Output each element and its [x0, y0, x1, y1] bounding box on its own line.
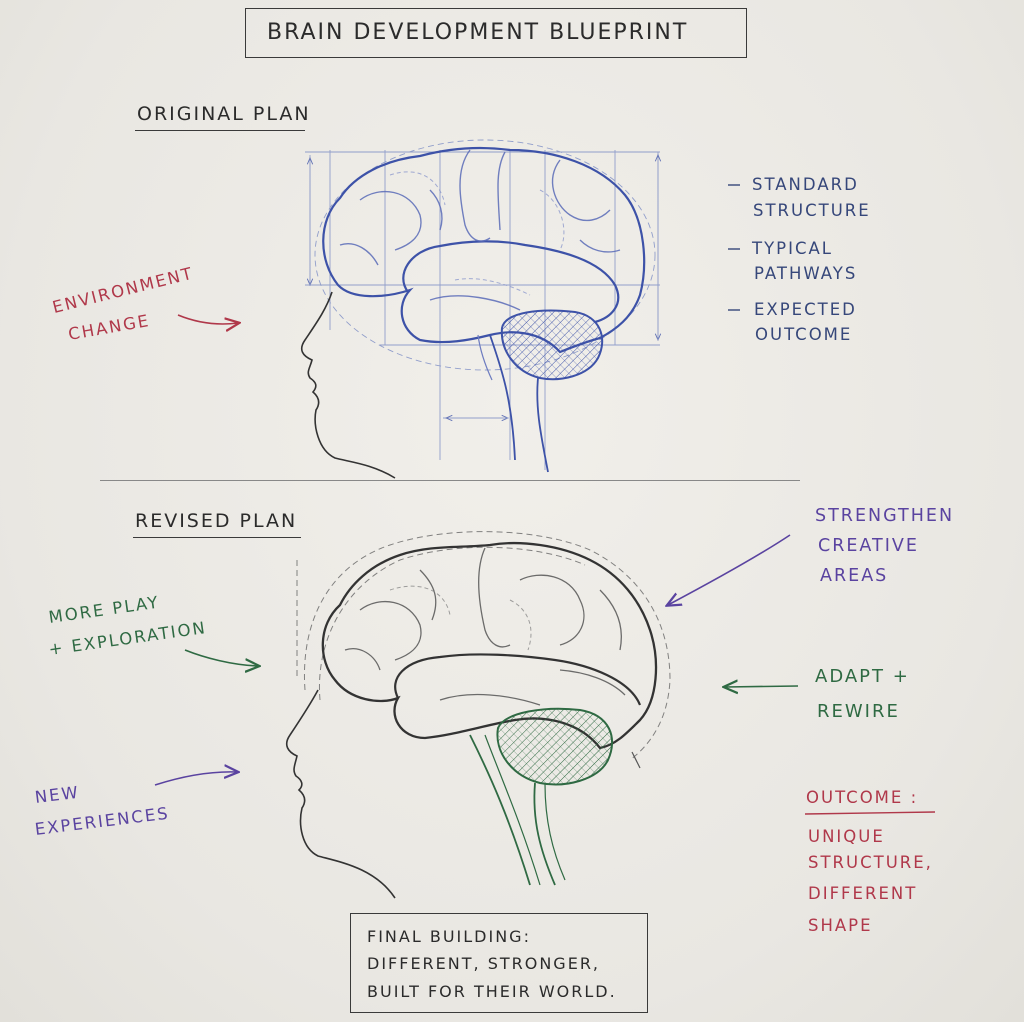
original-note-line-6: Outcome [755, 325, 853, 344]
strengthen-line-1: Strengthen [815, 506, 955, 526]
outcome-line-2: Structure, [808, 853, 933, 872]
original-note-line-5: Expected [754, 300, 857, 319]
strengthen-line-2: Creative [818, 536, 919, 556]
revised-plan-heading: Revised Plan [135, 510, 298, 532]
original-plan-underline [135, 130, 305, 131]
environment-arrow [177, 314, 238, 324]
original-note-line-2: Structure [753, 201, 871, 220]
original-note-line-1: Standard [752, 175, 859, 194]
revised-plan-underline [133, 537, 301, 538]
experiences-arrow [154, 772, 237, 786]
adapt-line-2: Rewire [817, 701, 900, 722]
play-arrow [184, 649, 258, 666]
final-line-1: Final Building: [367, 927, 531, 946]
page-title: Brain Development Blueprint [267, 20, 689, 45]
title-frame [245, 8, 747, 58]
adapt-line-1: Adapt + [815, 666, 910, 687]
strengthen-arrow [668, 534, 791, 605]
outcome-line-1: Unique [808, 827, 885, 846]
section-divider [100, 480, 800, 481]
final-building-box [350, 913, 648, 1013]
strengthen-line-3: Areas [820, 566, 889, 586]
original-note-line-4: Pathways [754, 264, 858, 283]
outcome-heading: Outcome : [806, 788, 919, 807]
revised-brain-sketch [285, 531, 671, 899]
original-brain-sketch [300, 139, 660, 479]
original-plan-heading: Original Plan [137, 103, 311, 125]
outcome-line-4: Shape [808, 916, 873, 935]
final-line-3: Built for their world. [367, 982, 617, 1001]
adapt-arrow [725, 686, 799, 687]
original-note-line-3: Typical [752, 239, 833, 258]
final-line-2: Different, Stronger, [367, 954, 601, 973]
outcome-line-3: Different [808, 884, 918, 903]
